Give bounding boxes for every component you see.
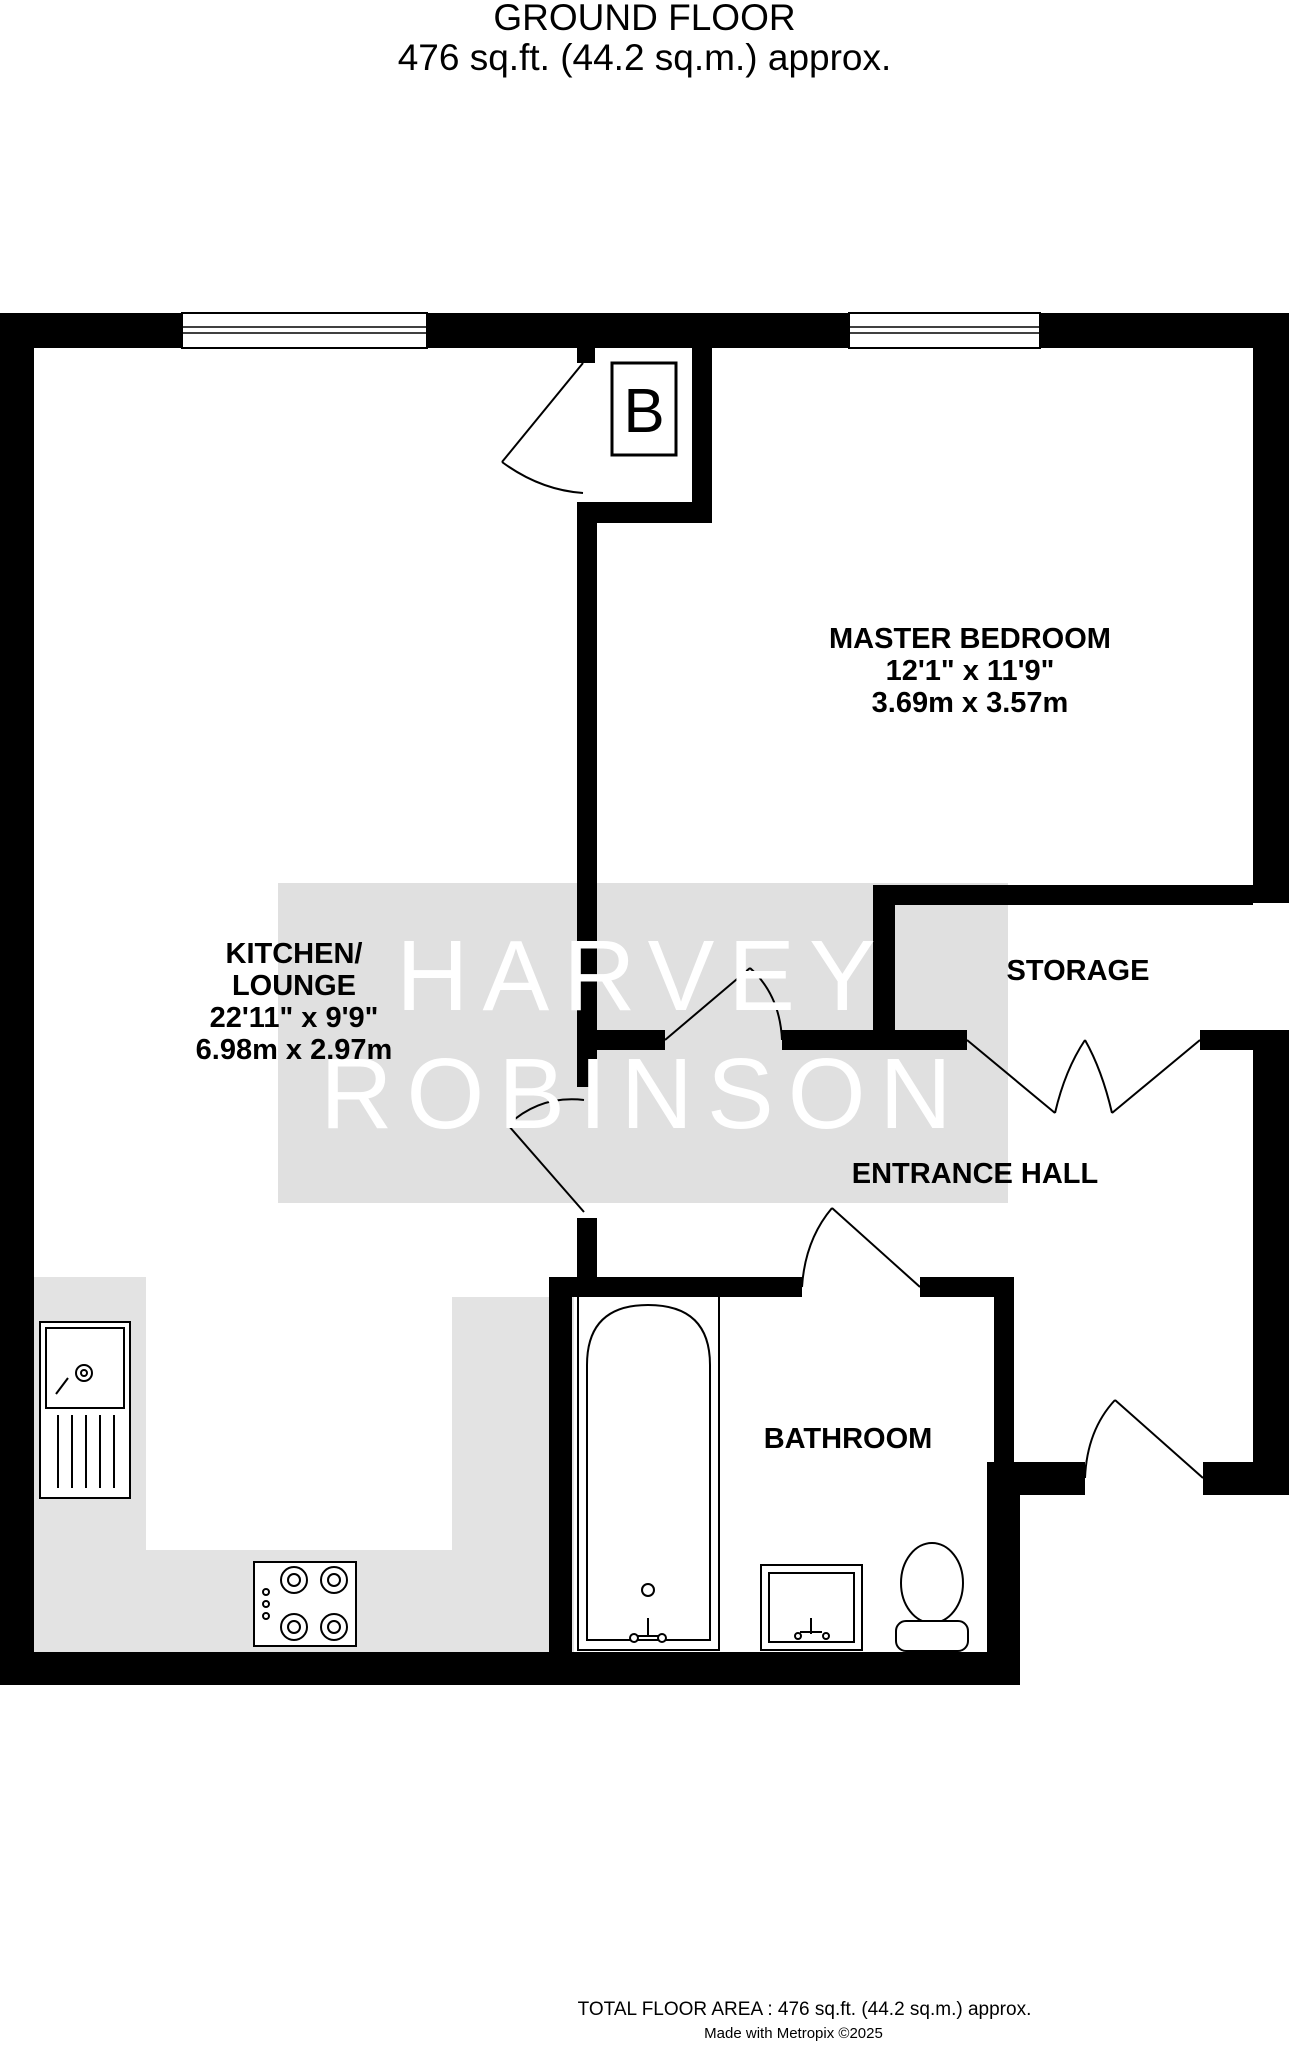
floor-area: 476 sq.ft. (44.2 sq.m.) approx.	[397, 37, 892, 78]
wall-hall-stub-left	[577, 1030, 665, 1050]
door-bathroom	[801, 1207, 921, 1288]
floor-name: GROUND FLOOR	[493, 0, 796, 38]
total-floor-area: TOTAL FLOOR AREA : 476 sq.ft. (44.2 sq.m…	[577, 1999, 1032, 2020]
wall-right-lower	[1253, 1040, 1289, 1495]
wall-bottom	[0, 1652, 1020, 1685]
wall-bath-right-lower	[987, 1462, 1020, 1685]
wall-left	[0, 313, 34, 1685]
boiler-label: B	[623, 377, 664, 446]
kitchen-name-line1: KITCHEN/	[226, 938, 363, 970]
wall-bath-top-left	[549, 1277, 802, 1297]
boiler-icon: B	[610, 361, 678, 457]
bath-icon	[577, 1295, 720, 1651]
kitchen-name-line2: LOUNGE	[232, 970, 356, 1002]
metropix-credit: Made with Metropix ©2025	[704, 2025, 883, 2042]
basin-icon	[760, 1564, 863, 1651]
wall-cupboard-stub	[577, 348, 595, 363]
label-storage: STORAGE	[1007, 955, 1150, 987]
door-kitchen-hall	[507, 1098, 585, 1213]
wall-storage-top	[873, 885, 1253, 905]
wall-cupboard-bottom	[577, 502, 712, 523]
toilet-icon	[895, 1542, 969, 1652]
wall-partition-vertical	[577, 502, 597, 1087]
kitchen-size-metric: 6.98m x 2.97m	[196, 1034, 393, 1066]
door-kitchen	[664, 967, 783, 1041]
door-front	[1084, 1399, 1204, 1479]
wall-right-upper	[1253, 313, 1289, 903]
window-kitchen	[181, 312, 428, 349]
kitchen-size-imperial: 22'11" x 9'9"	[210, 1002, 379, 1034]
window-bedroom	[848, 312, 1041, 349]
wall-bath-top-right	[920, 1277, 1014, 1297]
label-master-bedroom: MASTER BEDROOM 12'1" x 11'9" 3.69m x 3.5…	[829, 623, 1111, 719]
hob-icon	[253, 1561, 357, 1647]
door-cupboard	[501, 362, 584, 494]
wall-bath-left	[549, 1277, 572, 1685]
wall-front-door-right	[1203, 1462, 1289, 1495]
wall-right-stub	[1253, 1030, 1289, 1050]
label-entrance-hall: ENTRANCE HALL	[852, 1158, 1099, 1190]
watermark-line2: ROBINSON	[320, 1038, 965, 1150]
bedroom-name: MASTER BEDROOM	[829, 623, 1111, 655]
bedroom-size-imperial: 12'1" x 11'9"	[886, 655, 1055, 687]
wall-storage-left	[873, 885, 895, 1050]
wall-bath-right	[994, 1277, 1014, 1499]
walls	[0, 313, 1289, 1685]
door-storage	[966, 1039, 1201, 1114]
wall-top-right	[1040, 313, 1289, 348]
wall-top-middle	[427, 313, 849, 348]
wall-storage-bottom-stub	[1200, 1030, 1253, 1050]
wall-cupboard-right	[692, 348, 712, 523]
doors	[501, 362, 1204, 1479]
kitchen-sink-icon	[39, 1321, 131, 1499]
watermark-line1: HARVEY	[396, 920, 889, 1032]
wall-front-door-left	[987, 1462, 1085, 1495]
label-kitchen-lounge: KITCHEN/ LOUNGE 22'11" x 9'9" 6.98m x 2.…	[196, 938, 393, 1066]
bedroom-size-metric: 3.69m x 3.57m	[872, 687, 1069, 719]
label-bathroom: BATHROOM	[764, 1423, 933, 1455]
